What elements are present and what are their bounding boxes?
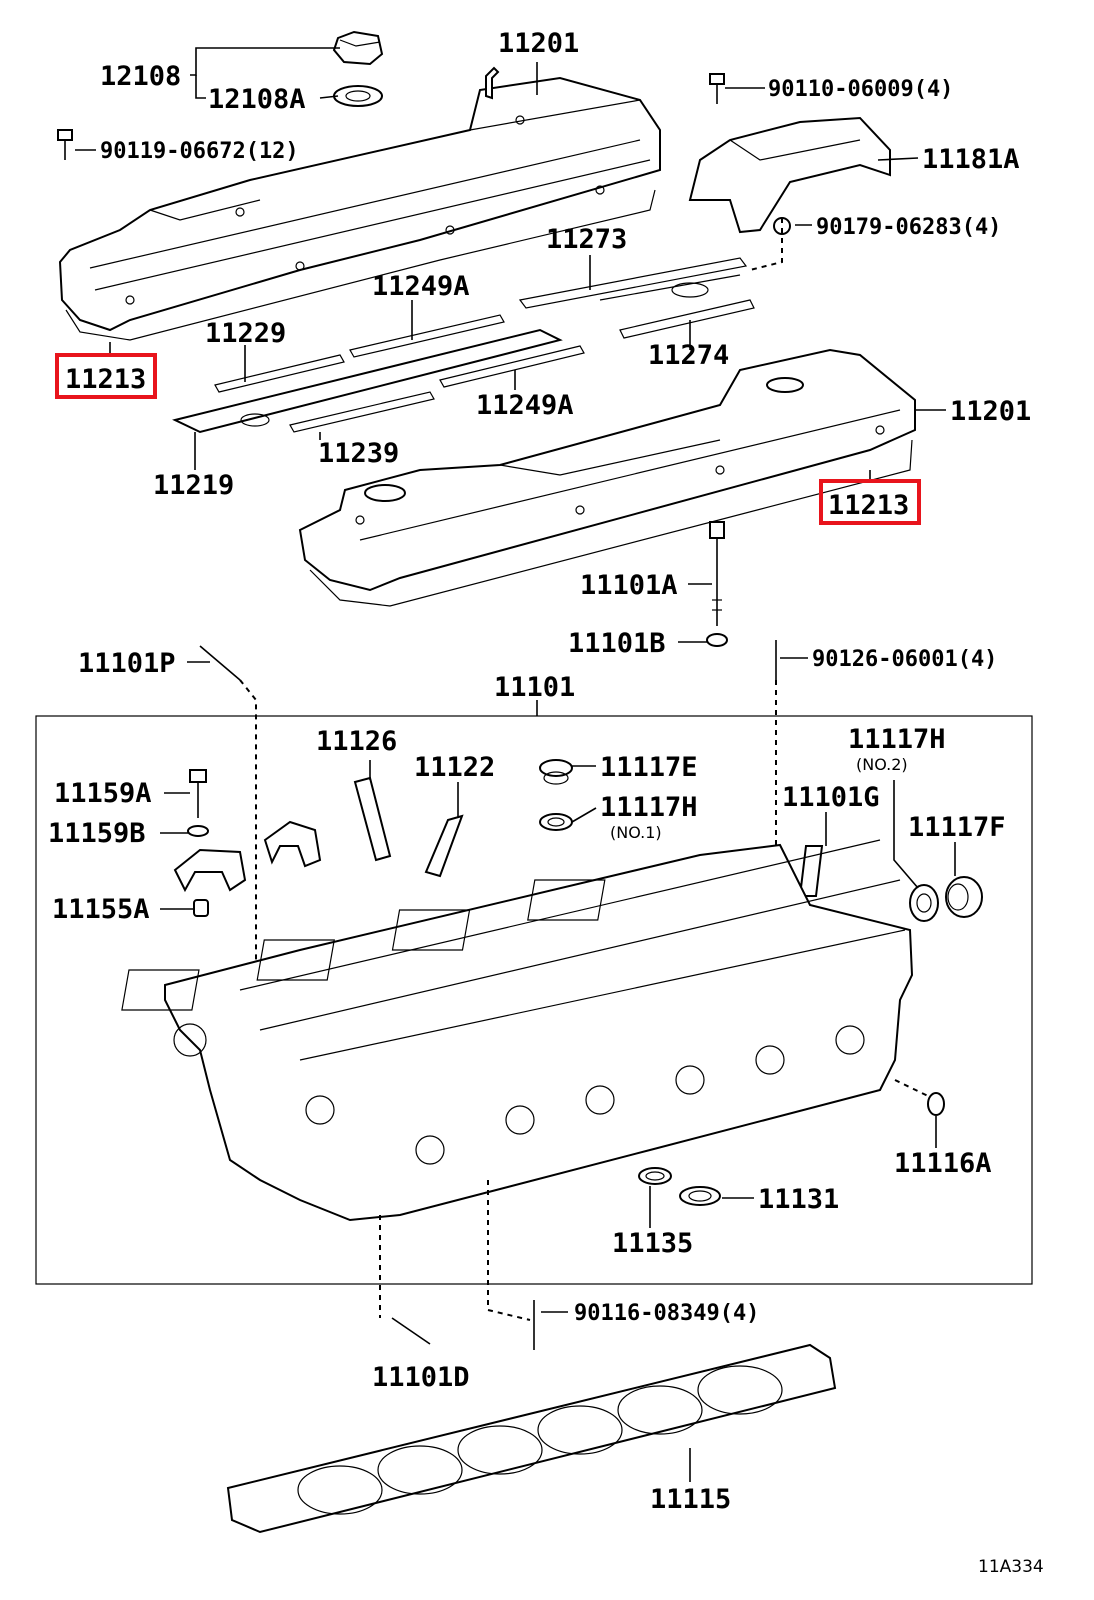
cover-gasket-left (65, 189, 656, 341)
label-11159b[interactable]: 11159B (48, 818, 146, 849)
label-11101p[interactable]: 11101P (78, 648, 176, 679)
label-11155a[interactable]: 11155A (52, 894, 150, 925)
bolt-90119 (57, 129, 73, 160)
label-12108[interactable]: 12108 (100, 61, 181, 92)
baffle-plate-11219 (172, 282, 709, 434)
filler-cap-gasket (333, 85, 383, 107)
label-11116a[interactable]: 11116A (894, 1148, 992, 1179)
label-90110[interactable]: 90110-06009(4) (768, 77, 953, 102)
bolt-90110 (709, 73, 725, 104)
part-labels: 12108 12108A 11201 90110-06009(4) 90119-… (48, 28, 1044, 1577)
label-11135[interactable]: 11135 (612, 1228, 693, 1259)
note-no2: (NO.2) (856, 755, 908, 774)
label-11101g[interactable]: 11101G (782, 782, 880, 813)
camshaft-bearing-cap (173, 848, 247, 893)
label-90116[interactable]: 90116-08349(4) (574, 1301, 759, 1326)
highlight-box-11213-right (819, 479, 921, 525)
gasket-11249a-mid (439, 345, 585, 388)
washer-11159b (187, 825, 209, 837)
stud-11101p (199, 645, 241, 681)
plug-11117f (945, 876, 983, 918)
stud-11101d (391, 1317, 431, 1345)
label-11213-left[interactable]: 11213 (65, 364, 146, 395)
label-11159a[interactable]: 11159A (54, 778, 152, 809)
label-11201-top[interactable]: 11201 (498, 28, 579, 59)
plug-11117e (539, 759, 573, 785)
plug-11116a (927, 1092, 945, 1116)
gasket-11274 (619, 299, 755, 339)
label-11117e[interactable]: 11117E (600, 752, 698, 783)
dowel-pin-11155a (193, 899, 209, 917)
gasket-11229 (214, 354, 345, 393)
label-11219[interactable]: 11219 (153, 470, 234, 501)
label-11122[interactable]: 11122 (414, 752, 495, 783)
label-90179[interactable]: 90179-06283(4) (816, 215, 1001, 240)
bolt-11159a (189, 769, 207, 818)
label-11101a[interactable]: 11101A (580, 570, 678, 601)
label-11181a[interactable]: 11181A (922, 144, 1020, 175)
highlight-box-11213-left (55, 353, 157, 399)
oil-filler-cap (332, 30, 384, 66)
cylinder-head-body (121, 839, 914, 1222)
stud-bolt-11101a (709, 521, 725, 626)
gasket-11239 (289, 391, 435, 433)
seal-11117h-no1 (539, 813, 573, 831)
heat-insulator (688, 116, 891, 234)
pipe-11101g (798, 845, 824, 897)
label-11101d[interactable]: 11101D (372, 1362, 470, 1393)
label-11249a-top[interactable]: 11249A (372, 271, 470, 302)
label-11273[interactable]: 11273 (546, 224, 627, 255)
gasket-11273 (518, 257, 748, 309)
label-90119[interactable]: 90119-06672(12) (100, 139, 299, 164)
figure-id: 11A334 (978, 1557, 1044, 1577)
seal-11131 (679, 1186, 721, 1206)
label-11101[interactable]: 11101 (494, 672, 575, 703)
cylinder-head-cover-left (58, 66, 661, 332)
label-11201-right[interactable]: 11201 (950, 396, 1031, 427)
washer-11101b (706, 633, 728, 647)
cylinder-head-assembly-box (35, 715, 1033, 1285)
seal-11135 (638, 1167, 672, 1185)
bearing-cap-center (263, 820, 322, 868)
label-11115[interactable]: 11115 (650, 1484, 731, 1515)
cover-gasket-right (309, 439, 913, 607)
label-11101b[interactable]: 11101B (568, 628, 666, 659)
guide-11126 (353, 776, 392, 862)
label-11274[interactable]: 11274 (648, 340, 729, 371)
label-11249a-mid[interactable]: 11249A (476, 390, 574, 421)
label-12108a[interactable]: 12108A (208, 84, 306, 115)
cylinder-head-cover-right (298, 348, 916, 592)
note-no1: (NO.1) (610, 823, 662, 842)
guide-11122 (424, 814, 464, 878)
gasket-11249a-top (349, 314, 505, 358)
label-11229[interactable]: 11229 (205, 318, 286, 349)
seal-11117h-no2 (909, 884, 939, 922)
label-11126[interactable]: 11126 (316, 726, 397, 757)
label-11117h-no2[interactable]: 11117H (848, 724, 946, 755)
label-11117f[interactable]: 11117F (908, 812, 1006, 843)
leader-lines (75, 47, 956, 1482)
label-11131[interactable]: 11131 (758, 1184, 839, 1215)
label-11117h-no1[interactable]: 11117H (600, 792, 698, 823)
head-gasket-11115 (226, 1343, 837, 1534)
label-90126[interactable]: 90126-06001(4) (812, 647, 997, 672)
label-11239[interactable]: 11239 (318, 438, 399, 469)
label-11213-right[interactable]: 11213 (828, 490, 909, 521)
